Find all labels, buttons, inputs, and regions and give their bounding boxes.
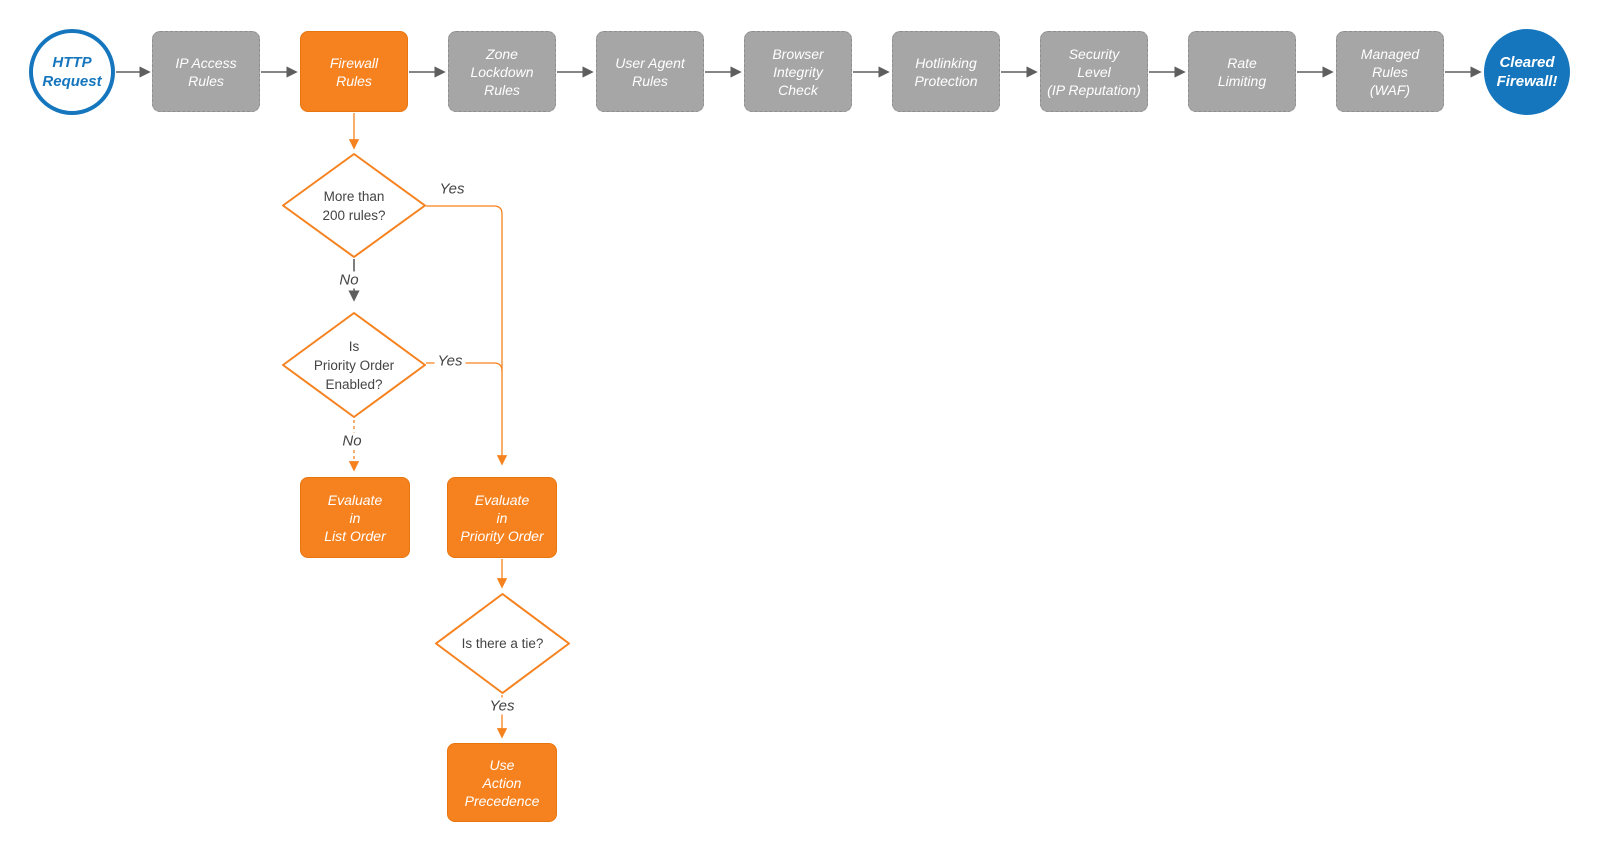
step-node-firewall-rules: Firewall Rules	[300, 31, 408, 112]
decision-label: More than 200 rules?	[322, 188, 386, 223]
diamond-shape	[282, 153, 426, 258]
end-node-label: Cleared Firewall!	[1496, 54, 1558, 90]
action-label: Use Action Precedence	[464, 756, 540, 809]
decision-priority-order-enabled: Is Priority Order Enabled?	[281, 311, 427, 419]
step-node-rate-limiting: Rate Limiting	[1188, 31, 1296, 112]
step-node-ip-access-rules: IP Access Rules	[152, 31, 260, 112]
step-label: Firewall Rules	[329, 54, 379, 89]
action-use-action-precedence: Use Action Precedence	[447, 743, 557, 822]
connector-decision1-yes-to-priority-order	[426, 205, 508, 466]
end-node-cleared-firewall: Cleared Firewall!	[1484, 29, 1570, 115]
action-evaluate-in-list-order: Evaluate in List Order	[300, 477, 410, 558]
step-label: User Agent Rules	[615, 54, 685, 89]
action-label: Evaluate in Priority Order	[460, 491, 544, 544]
step-node-hotlinking-protection: Hotlinking Protection	[892, 31, 1000, 112]
edge-label-no-2: No	[339, 432, 365, 450]
step-label: Hotlinking Protection	[914, 54, 978, 89]
decision-label: Is there a tie?	[461, 636, 544, 651]
decision-label: Is Priority Order Enabled?	[313, 338, 395, 392]
step-label: Security Level (IP Reputation)	[1047, 45, 1141, 98]
connector-decision2-yes-merge	[426, 362, 503, 372]
step-node-user-agent-rules: User Agent Rules	[596, 31, 704, 112]
step-node-browser-integrity-check: Browser Integrity Check	[744, 31, 852, 112]
edge-label-yes-2: Yes	[434, 352, 466, 370]
step-label: IP Access Rules	[175, 54, 237, 89]
edge-label-no-1: No	[336, 271, 362, 289]
step-node-security-level-ip-reputation: Security Level (IP Reputation)	[1040, 31, 1148, 112]
step-label: Rate Limiting	[1217, 54, 1267, 89]
edge-label-yes-1: Yes	[436, 180, 468, 198]
start-node-label: HTTP Request	[42, 54, 102, 90]
edge-label-yes-3: Yes	[486, 697, 518, 715]
action-label: Evaluate in List Order	[324, 491, 386, 544]
decision-is-there-a-tie: Is there a tie?	[434, 592, 571, 695]
step-label: Managed Rules (WAF)	[1360, 45, 1420, 98]
action-evaluate-in-priority-order: Evaluate in Priority Order	[447, 477, 557, 558]
diamond-shape	[282, 312, 426, 418]
step-label: Zone Lockdown Rules	[470, 45, 534, 98]
start-node-http-request: HTTP Request	[29, 29, 115, 115]
step-node-managed-rules-waf: Managed Rules (WAF)	[1336, 31, 1444, 112]
diamond-shape	[435, 593, 570, 694]
step-label: Browser Integrity Check	[772, 45, 824, 98]
step-node-zone-lockdown-rules: Zone Lockdown Rules	[448, 31, 556, 112]
decision-more-than-200-rules: More than 200 rules?	[281, 152, 427, 259]
